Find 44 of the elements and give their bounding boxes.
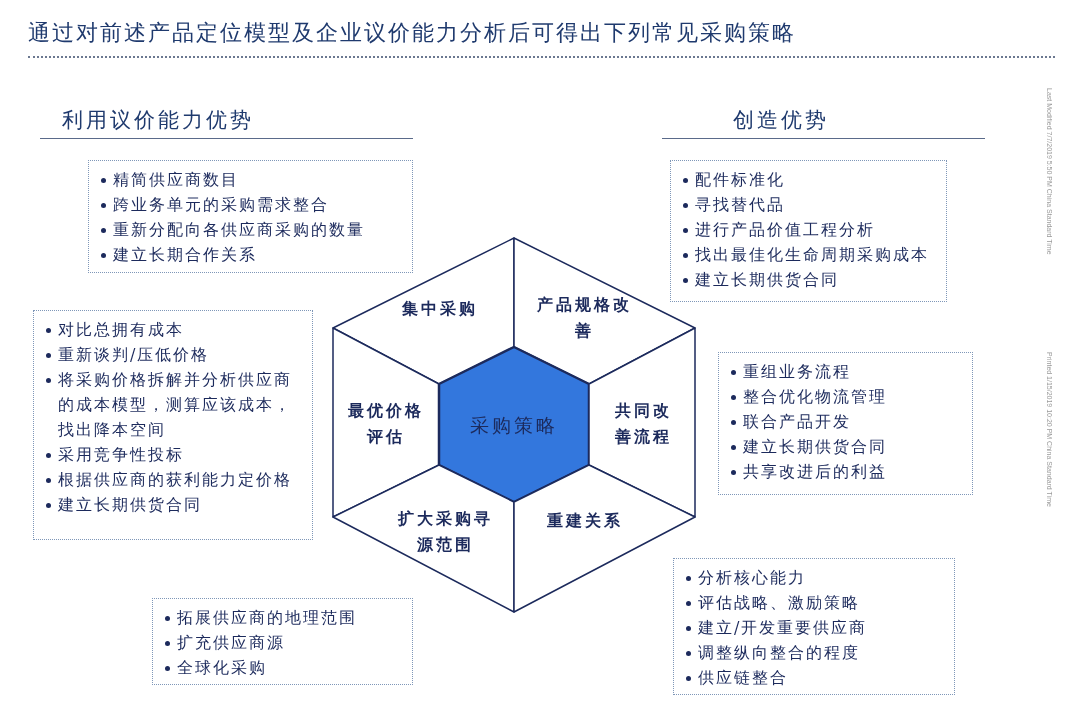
- segment-label: 集中采购: [401, 298, 479, 320]
- bullet-list-box: [673, 558, 955, 695]
- list-item: 建立长期供货合同: [58, 495, 202, 514]
- bullet-list-box: [152, 598, 413, 685]
- list-item: 整合优化物流管理: [743, 387, 887, 406]
- section-heading: 创造优势: [662, 106, 985, 139]
- list-item: 建立长期供货合同: [695, 270, 839, 289]
- segment-label: 最优价格评估: [347, 400, 425, 448]
- list-item: 找出最佳化生命周期采购成本: [695, 245, 929, 264]
- list-item: 精简供应商数目: [113, 170, 239, 189]
- bullet-list-box: [88, 160, 413, 273]
- segment-label: 共同改善流程: [613, 400, 673, 448]
- list-item: 根据供应商的获利能力定价格: [58, 470, 292, 489]
- list-item: 重组业务流程: [743, 362, 851, 381]
- segment-label: 扩大采购寻源范围: [396, 508, 494, 556]
- bullet-list-box: [33, 310, 313, 540]
- list-item: 跨业务单元的采购需求整合: [113, 195, 329, 214]
- list-item: 重新分配向各供应商采购的数量: [113, 220, 365, 239]
- list-item: 分析核心能力: [698, 568, 806, 587]
- list-item: 供应链整合: [698, 668, 788, 687]
- bullet-list-box: [670, 160, 947, 302]
- bullet-list-box: [718, 352, 973, 495]
- list-item: 拓展供应商的地理范围: [177, 608, 357, 627]
- list-item: 全球化采购: [177, 658, 267, 677]
- list-item: 联合产品开发: [743, 412, 851, 431]
- list-item: 对比总拥有成本: [58, 320, 184, 339]
- list-item: 寻找替代品: [695, 195, 785, 214]
- list-item: 共享改进后的利益: [743, 462, 887, 481]
- title: 通过对前述产品定位模型及企业议价能力分析后可得出下列常见采购策略: [28, 18, 1055, 58]
- list-item: 扩充供应商源: [177, 633, 285, 652]
- section-heading: 利用议价能力优势: [40, 106, 413, 139]
- list-item: 配件标准化: [695, 170, 785, 189]
- list-item: 进行产品价值工程分析: [695, 220, 875, 239]
- segment-label: 重建关系: [546, 510, 624, 532]
- list-item: 建立/开发重要供应商: [698, 618, 868, 637]
- list-item: 采用竞争性投标: [58, 445, 184, 464]
- center-label: 采购策略: [469, 413, 559, 438]
- list-item: 将采购价格拆解并分析供应商的成本模型，测算应该成本，找出降本空间: [58, 370, 292, 439]
- segment-label: 产品规格改善: [535, 294, 633, 342]
- list-item: 重新谈判/压低价格: [58, 345, 210, 364]
- list-item: 建立长期供货合同: [743, 437, 887, 456]
- list-item: 调整纵向整合的程度: [698, 643, 860, 662]
- list-item: 建立长期合作关系: [113, 245, 257, 264]
- list-item: 评估战略、激励策略: [698, 593, 860, 612]
